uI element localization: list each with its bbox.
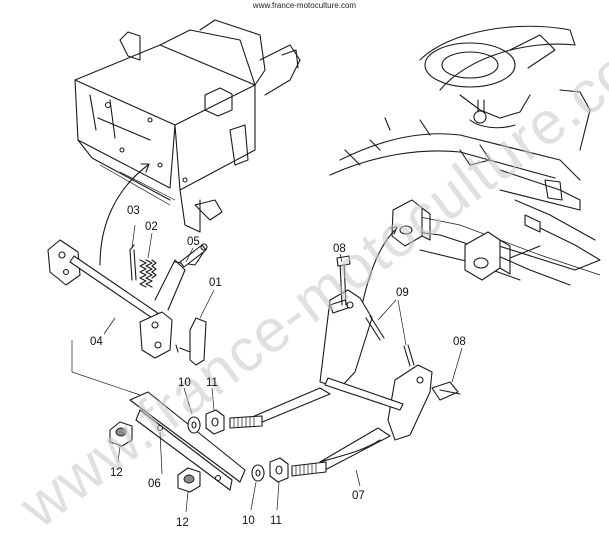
leader-arrow-chassis: [140, 163, 150, 173]
part-10-washer-upper: [187, 416, 201, 434]
label-08-upper: 08: [333, 243, 346, 255]
part-01-clip: [175, 317, 207, 366]
label-11-lower: 11: [270, 515, 282, 527]
part-11-nut-lower: [269, 457, 289, 483]
part-02-spring: [139, 259, 157, 288]
part-12-nut-upper: [109, 421, 133, 447]
label-10-upper: 10: [178, 377, 191, 389]
leader-arrow-deck: [389, 226, 398, 235]
part-12-nut-lower: [177, 467, 201, 493]
threaded-rod-upper: [229, 415, 263, 429]
mower-deck: [329, 25, 601, 286]
label-12-lower: 12: [176, 517, 189, 529]
label-04: 04: [90, 336, 103, 348]
label-03: 03: [127, 205, 140, 217]
part-04-lift-shaft: [47, 239, 206, 359]
leader-curve-chassis: [99, 164, 149, 266]
part-10-washer-lower: [251, 464, 265, 482]
deck-hanger-bracket-lower: [464, 231, 541, 281]
label-12-upper: 12: [110, 467, 123, 479]
label-09: 09: [396, 287, 409, 299]
deck-hanger-bracket-upper: [391, 199, 431, 247]
label-07: 07: [352, 490, 365, 502]
label-08-lower: 08: [453, 336, 466, 348]
part-09-split-pin-a: [365, 315, 385, 341]
label-02: 02: [145, 221, 158, 233]
part-08-bolt-lower: [431, 381, 461, 401]
label-01: 01: [209, 277, 222, 289]
label-05: 05: [187, 236, 200, 248]
threaded-rod-lower: [291, 461, 327, 477]
source-url: www.france-motoculture.com: [252, 1, 357, 10]
chassis-frame: [74, 19, 301, 233]
part-11-nut-upper: [205, 409, 225, 435]
label-10-lower: 10: [242, 515, 255, 527]
part-09-split-pin-b: [403, 344, 415, 367]
leader-09: [377, 299, 407, 346]
part-06-strap: [129, 391, 246, 491]
label-06: 06: [148, 478, 161, 490]
part-03-pin: [129, 244, 137, 281]
label-11-upper: 11: [206, 377, 218, 389]
leader-curve-deck: [361, 229, 396, 306]
part-08-bolt-upper: [329, 255, 351, 314]
leader-lines: [71, 224, 463, 513]
